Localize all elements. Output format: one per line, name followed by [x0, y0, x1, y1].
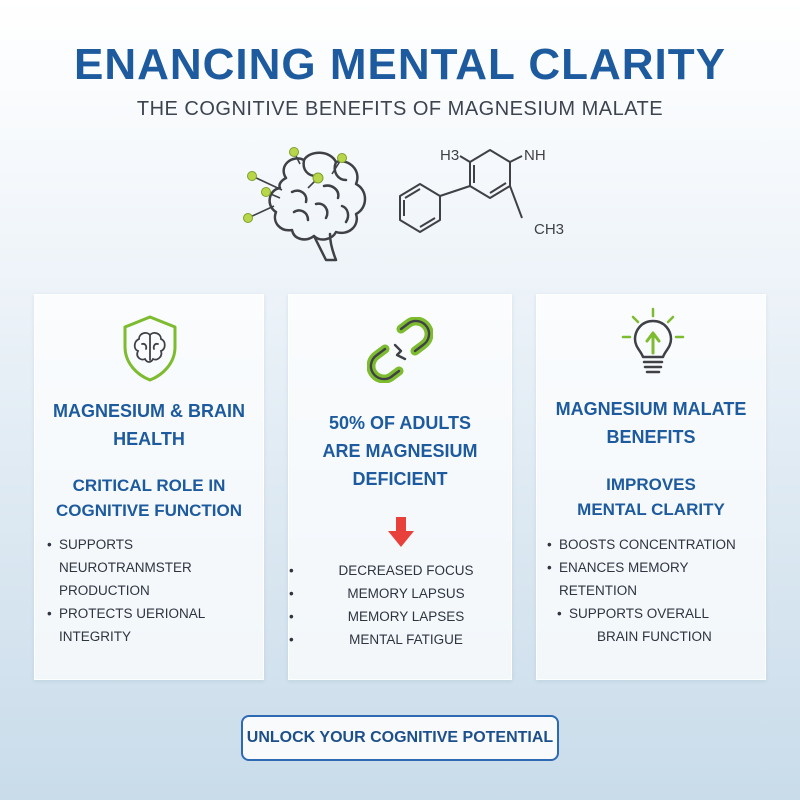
- brain-network-icon: [243, 147, 367, 262]
- card-heading: MAGNESIUM MALATE BENEFITS: [555, 399, 747, 447]
- list-item: BOOSTS CONCENTRATION: [547, 533, 765, 556]
- card-bullet-list: SUPPORTS NEUROTRANMSTER PRODUCTION PROTE…: [47, 533, 261, 648]
- card-bullet-list: DECREASED FOCUS MEMORY LAPSUS MEMORY LAP…: [289, 559, 511, 651]
- page-subtitle: THE COGNITIVE BENEFITS OF MAGNESIUM MALA…: [136, 98, 664, 120]
- list-item: PROTECTS UERIONAL INTEGRITY: [47, 602, 261, 648]
- list-item: MEMORY LAPSES: [289, 605, 511, 628]
- molecule-label-nh: NH: [524, 148, 546, 164]
- list-item: MEMORY LAPSUS: [289, 582, 511, 605]
- arrow-down-icon: [388, 517, 414, 547]
- molecule-structure-icon: H3 NH CH3: [399, 148, 564, 238]
- card-brain-health: MAGNESIUM & BRAIN HEALTH CRITICAL ROLE I…: [34, 294, 264, 680]
- broken-link-icon: [367, 317, 433, 383]
- card-subheading: IMPROVES MENTAL CLARITY: [577, 475, 725, 519]
- page-title: ENANCING MENTAL CLARITY: [73, 40, 727, 89]
- molecule-label-ch3: CH3: [534, 221, 564, 238]
- list-item: MENTAL FATIGUE: [289, 628, 511, 651]
- list-item: SUPPORTS OVERALL: [547, 602, 765, 625]
- card-benefits: MAGNESIUM MALATE BENEFITS IMPROVES MENTA…: [536, 294, 766, 680]
- lightbulb-icon: [621, 307, 685, 374]
- list-item: ENANCES MEMORY RETENTION: [547, 556, 765, 602]
- card-heading: MAGNESIUM & BRAIN HEALTH: [53, 401, 245, 449]
- brain-shield-icon: [123, 315, 177, 382]
- card-bullet-list: BOOSTS CONCENTRATION ENANCES MEMORY RETE…: [547, 533, 765, 648]
- card-deficiency: 50% OF ADULTS ARE MAGNESIUM DEFICIENT DE…: [288, 294, 512, 680]
- molecule-label-h3: H3: [440, 148, 459, 164]
- list-item: SUPPORTS NEUROTRANMSTER PRODUCTION: [47, 533, 261, 602]
- card-subheading: CRITICAL ROLE IN COGNITIVE FUNCTION: [55, 476, 243, 520]
- card-heading: 50% OF ADULTS ARE MAGNESIUM DEFICIENT: [322, 413, 478, 489]
- list-item: DECREASED FOCUS: [289, 559, 511, 582]
- list-item: BRAIN FUNCTION: [597, 629, 712, 644]
- unlock-potential-button[interactable]: UNLOCK YOUR COGNITIVE POTENTIAL: [241, 715, 559, 761]
